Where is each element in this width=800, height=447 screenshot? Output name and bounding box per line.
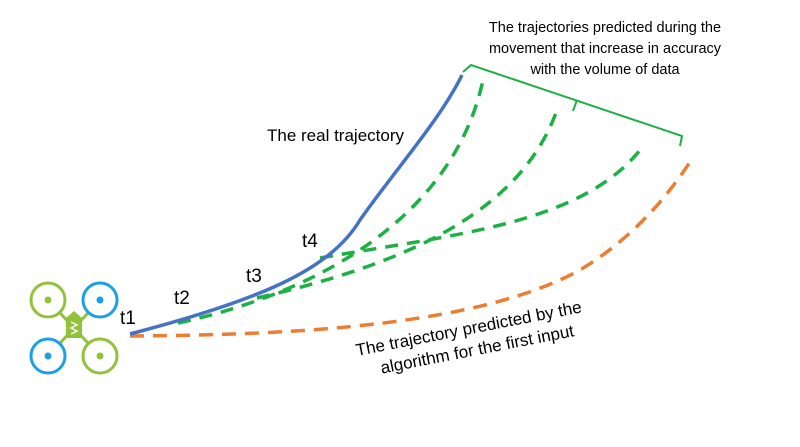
svg-text:The trajectories predicted dur: The trajectories predicted during the (489, 20, 721, 36)
first-input-label: The trajectory predicted by the algorith… (354, 297, 583, 377)
predicted-trajectory-1 (177, 79, 485, 325)
svg-text:with the volume of data: with the volume of data (529, 62, 680, 78)
time-marker-t3: t3 (246, 266, 262, 287)
prediction-brace (462, 63, 684, 147)
time-marker-t2: t2 (174, 288, 190, 309)
predicted-trajectory-3 (319, 148, 642, 260)
time-marker-t4: t4 (302, 231, 318, 252)
real-trajectory (129, 74, 464, 336)
predicted-during-label: The trajectories predicted during the mo… (489, 20, 722, 78)
quadcopter-drone-icon (29, 281, 119, 375)
svg-text:movement that increase in accu: movement that increase in accuracy (489, 41, 722, 57)
predicted-trajectory-2 (256, 109, 559, 300)
first-input-trajectory (129, 161, 692, 338)
real-trajectory-label: The real trajectory (267, 126, 404, 145)
time-marker-t1: t1 (120, 308, 136, 329)
